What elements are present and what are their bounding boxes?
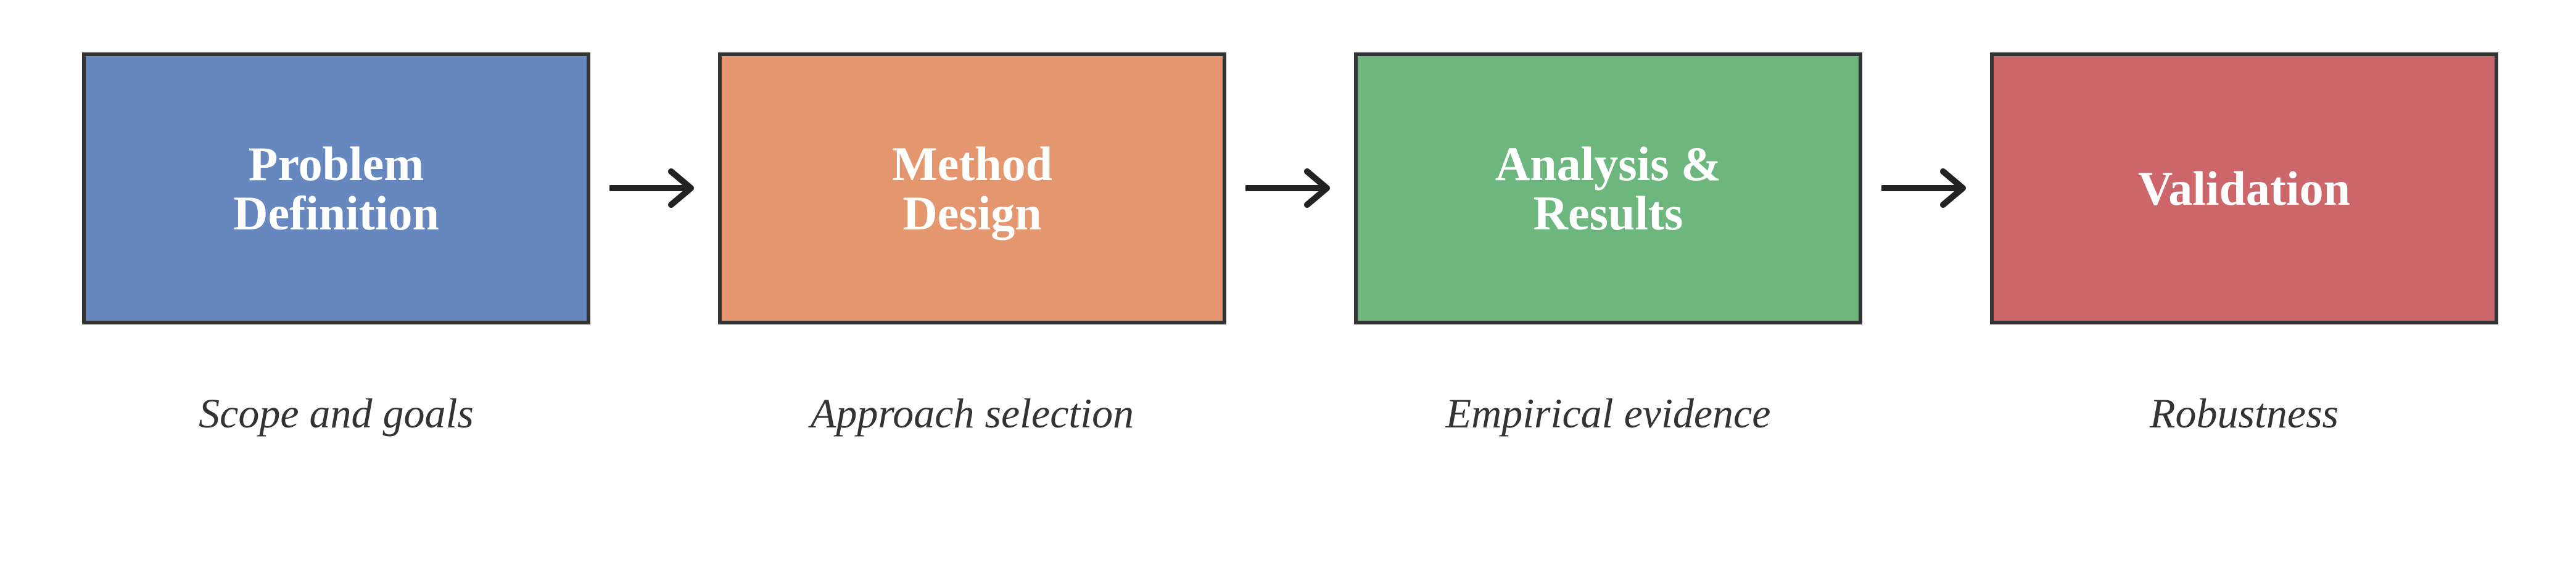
step-caption-problem-definition: Scope and goals [199,390,474,437]
arrow-right-icon [609,168,694,208]
step-caption-validation: Robustness [2150,390,2339,437]
step-caption-method-design: Approach selection [810,390,1134,437]
step-title-validation: Validation [2138,161,2350,215]
step-box-analysis-results: Analysis & Results [1354,52,1862,324]
step-title-analysis-results: Analysis & Results [1495,136,1722,240]
step-box-method-design: Method Design [718,52,1226,324]
step-title-problem-definition: Problem Definition [233,136,439,240]
step-box-validation: Validation [1990,52,2498,324]
arrow-right-icon [1881,168,1966,208]
step-title-method-design: Method Design [892,136,1052,240]
step-caption-analysis-results: Empirical evidence [1445,390,1771,437]
arrow-right-icon [1245,168,1330,208]
step-box-problem-definition: Problem Definition [82,52,590,324]
